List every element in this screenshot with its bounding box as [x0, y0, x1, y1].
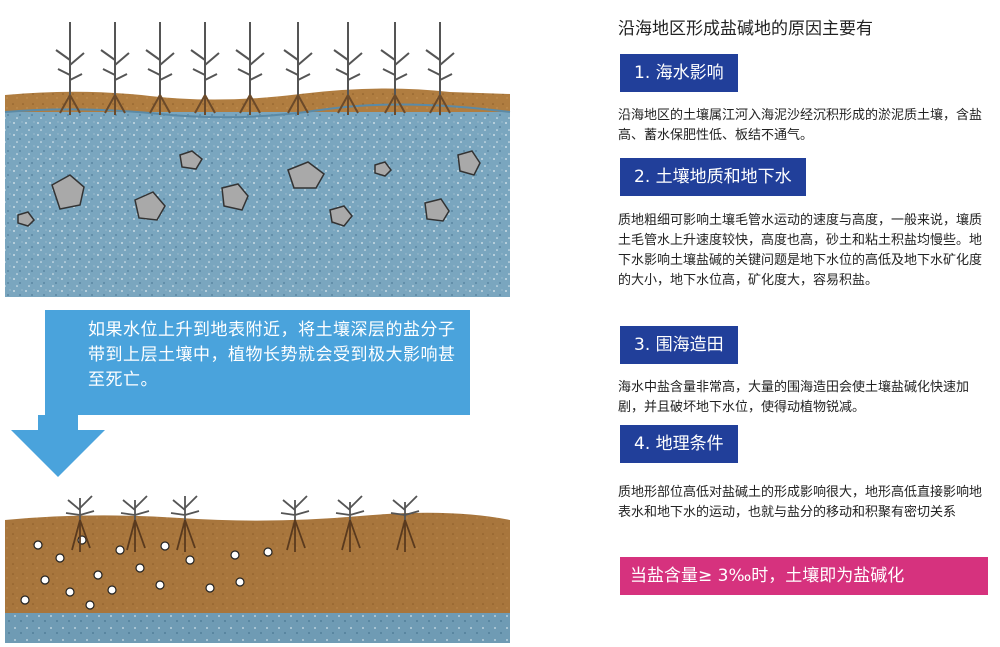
callout-text: 如果水位上升到地表附近，将土壤深层的盐分子带到上层土壤中，植物长势就会受到极大影… — [88, 320, 456, 390]
cause-desc-4: 质地形部位高低对盐碱土的形成影响很大，地形高低直接影响地表水和地下水的运动，也就… — [618, 485, 983, 520]
rocks — [17, 150, 481, 227]
salinity-threshold-highlight: 当盐含量≥ 3‰时，土壤即为盐碱化 — [620, 557, 988, 595]
cause-label-1: 1. 海水影响 — [620, 54, 738, 92]
healthy-plants — [55, 22, 455, 115]
cause-desc-3: 海水中盐含量非常高，大量的围海造田会使土壤盐碱化快速加剧，并且破坏地下水位，使得… — [618, 380, 970, 415]
lower-water-layer — [5, 613, 510, 643]
cause-label-3: 3. 围海造田 — [620, 326, 738, 364]
saline-soil-layer — [5, 512, 510, 615]
cause-label-2: 2. 土壤地质和地下水 — [620, 158, 806, 196]
callout-arrow — [11, 310, 470, 477]
cause-label-4: 4. 地理条件 — [620, 425, 738, 463]
high-water-table-illustration — [4, 22, 511, 297]
cause-desc-2: 质地粗细可影响土壤毛管水运动的速度与高度，一般来说，壤质土毛管水上升速度较快，高… — [618, 213, 983, 288]
cause-desc-1: 沿海地区的土壤属江河入海泥沙经沉积形成的淤泥质土壤，含盐高、蓄水保肥性低、板结不… — [618, 108, 983, 143]
page-title: 沿海地区形成盐碱地的原因主要有 — [618, 19, 873, 39]
saline-soil-illustration — [5, 495, 510, 643]
wilted-plants — [65, 495, 420, 552]
salt-particles — [20, 535, 273, 610]
